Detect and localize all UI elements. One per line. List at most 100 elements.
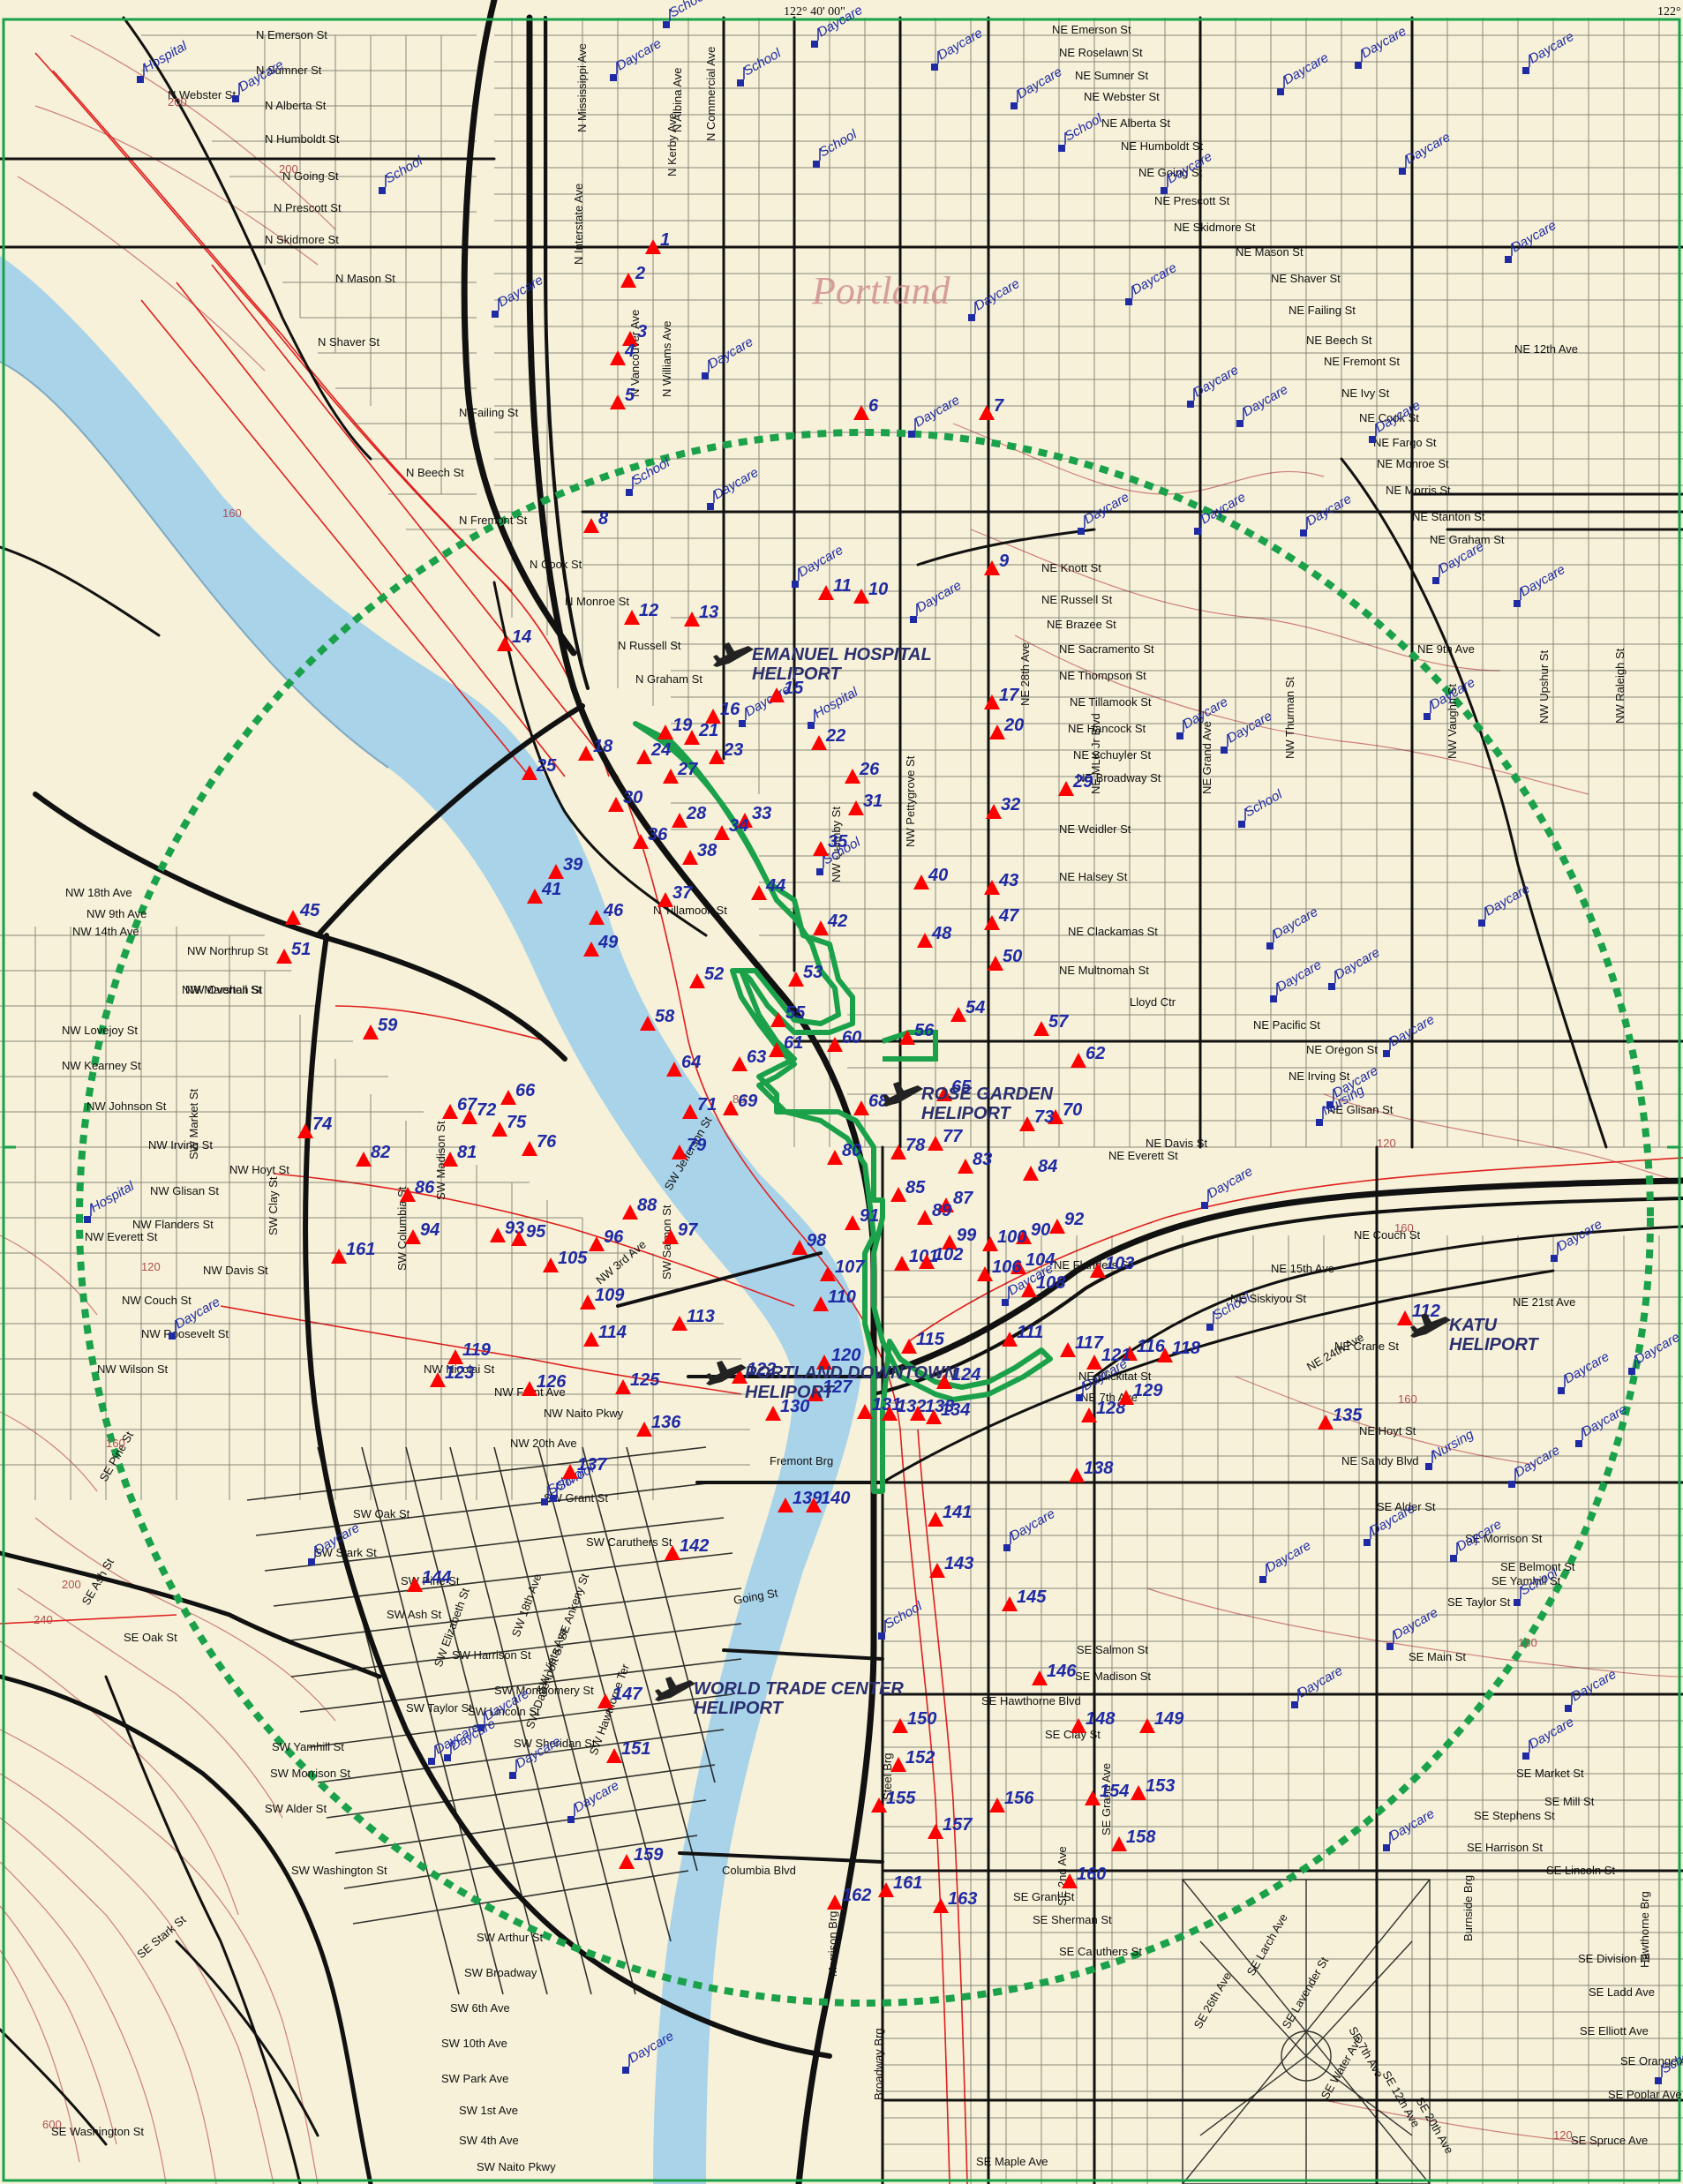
site-marker[interactable]: 136 <box>636 1413 681 1437</box>
site-marker[interactable]: 133 <box>910 1397 954 1421</box>
site-marker[interactable]: 47 <box>984 906 1019 930</box>
site-marker[interactable]: 92 <box>1049 1210 1084 1234</box>
site-marker[interactable]: 19 <box>657 716 693 739</box>
site-marker[interactable]: 52 <box>689 964 724 988</box>
site-marker[interactable]: 37 <box>657 883 693 907</box>
site-marker[interactable]: 4 <box>610 341 635 365</box>
site-marker[interactable]: 24 <box>636 740 671 764</box>
site-marker[interactable]: 71 <box>682 1095 717 1119</box>
site-marker[interactable]: 51 <box>276 940 311 964</box>
site-marker[interactable]: 118 <box>1157 1339 1201 1362</box>
site-marker[interactable]: 102 <box>919 1245 963 1269</box>
site-marker[interactable]: 124 <box>936 1365 980 1389</box>
site-marker[interactable]: 131 <box>857 1395 901 1419</box>
site-marker[interactable]: 112 <box>1397 1302 1440 1325</box>
site-marker[interactable]: 96 <box>589 1227 624 1251</box>
site-marker[interactable]: 55 <box>770 1003 806 1027</box>
site-marker[interactable]: 135 <box>1318 1406 1363 1430</box>
site-marker[interactable]: 115 <box>901 1330 945 1354</box>
site-marker[interactable]: 117 <box>1060 1333 1104 1357</box>
site-marker[interactable]: 17 <box>984 686 1019 709</box>
site-marker[interactable]: 22 <box>811 726 845 750</box>
site-marker[interactable]: 161 <box>331 1240 375 1264</box>
site-marker[interactable]: 161 <box>878 1873 922 1897</box>
site-marker[interactable]: 76 <box>522 1132 557 1156</box>
site-marker[interactable]: 61 <box>769 1033 803 1057</box>
site-marker[interactable]: 32 <box>986 795 1020 819</box>
site-marker[interactable]: 153 <box>1131 1776 1175 1800</box>
site-marker[interactable]: 89 <box>917 1201 952 1225</box>
site-marker[interactable]: 156 <box>989 1789 1034 1812</box>
site-marker[interactable]: 12 <box>624 601 658 625</box>
site-marker[interactable]: 162 <box>827 1886 871 1910</box>
site-marker[interactable]: 1 <box>645 230 670 254</box>
site-marker[interactable]: 60 <box>827 1028 861 1052</box>
site-marker[interactable]: 154 <box>1085 1782 1129 1805</box>
site-marker[interactable]: 56 <box>899 1021 935 1045</box>
site-marker[interactable]: 109 <box>580 1286 625 1310</box>
site-marker[interactable]: 29 <box>1058 772 1093 796</box>
site-marker[interactable]: 23 <box>709 740 743 764</box>
site-marker[interactable]: 159 <box>619 1845 664 1869</box>
site-marker[interactable]: 66 <box>500 1081 536 1105</box>
site-marker[interactable]: 6 <box>853 396 879 420</box>
site-marker[interactable]: 39 <box>548 855 583 879</box>
site-marker[interactable]: 148 <box>1071 1709 1116 1733</box>
site-marker[interactable]: 141 <box>928 1503 972 1527</box>
site-marker[interactable]: 128 <box>1081 1399 1126 1422</box>
site-marker[interactable]: 79 <box>672 1136 707 1160</box>
site-marker[interactable]: 123 <box>430 1363 474 1387</box>
site-marker[interactable]: 114 <box>583 1323 627 1347</box>
site-marker[interactable]: 147 <box>597 1685 642 1708</box>
site-marker[interactable]: 152 <box>890 1748 935 1772</box>
site-marker[interactable]: 63 <box>732 1047 766 1071</box>
site-marker[interactable]: 122 <box>732 1360 776 1384</box>
site-marker[interactable]: 49 <box>583 933 619 957</box>
site-marker[interactable]: 7 <box>979 396 1004 420</box>
site-marker[interactable]: 2 <box>620 264 645 288</box>
site-marker[interactable]: 157 <box>928 1815 973 1839</box>
site-marker[interactable]: 18 <box>578 737 613 761</box>
site-marker[interactable]: 144 <box>407 1568 451 1592</box>
site-marker[interactable]: 72 <box>462 1100 496 1124</box>
site-marker[interactable]: 75 <box>492 1113 527 1137</box>
site-marker[interactable]: 30 <box>608 788 642 812</box>
site-marker[interactable]: 44 <box>751 876 785 900</box>
site-marker[interactable]: 85 <box>890 1178 926 1202</box>
site-marker[interactable]: 113 <box>672 1307 715 1331</box>
site-marker[interactable]: 138 <box>1069 1459 1114 1482</box>
site-marker[interactable]: 125 <box>615 1370 660 1394</box>
site-marker[interactable]: 36 <box>633 825 668 849</box>
site-marker[interactable]: 127 <box>808 1377 853 1401</box>
site-marker[interactable]: 90 <box>1016 1220 1050 1244</box>
site-marker[interactable]: 88 <box>622 1196 657 1220</box>
site-marker[interactable]: 53 <box>788 963 823 987</box>
site-marker[interactable]: 91 <box>845 1206 879 1230</box>
site-marker[interactable]: 116 <box>1122 1337 1166 1361</box>
site-marker[interactable]: 150 <box>892 1709 936 1733</box>
site-marker[interactable]: 86 <box>400 1178 435 1202</box>
site-marker[interactable]: 59 <box>363 1016 398 1039</box>
site-marker[interactable]: 15 <box>769 679 804 702</box>
site-marker[interactable]: 57 <box>1033 1012 1069 1036</box>
site-marker[interactable]: 137 <box>562 1455 607 1479</box>
site-marker[interactable]: 97 <box>663 1220 698 1244</box>
site-marker[interactable]: 82 <box>356 1143 390 1167</box>
site-marker[interactable]: 110 <box>813 1287 856 1311</box>
site-marker[interactable]: 94 <box>405 1220 440 1244</box>
site-marker[interactable]: 3 <box>622 322 647 346</box>
site-marker[interactable]: 77 <box>928 1127 963 1151</box>
site-marker[interactable]: 158 <box>1111 1828 1156 1851</box>
site-marker[interactable]: 38 <box>682 841 718 865</box>
site-marker[interactable]: 111 <box>1002 1323 1043 1347</box>
site-marker[interactable]: 31 <box>848 792 883 815</box>
site-marker[interactable]: 58 <box>640 1007 675 1031</box>
site-marker[interactable]: 104 <box>1011 1250 1055 1274</box>
site-marker[interactable]: 65 <box>936 1077 972 1101</box>
site-marker[interactable]: 16 <box>705 700 740 724</box>
site-marker[interactable]: 54 <box>950 998 985 1022</box>
site-marker[interactable]: 155 <box>871 1789 916 1812</box>
